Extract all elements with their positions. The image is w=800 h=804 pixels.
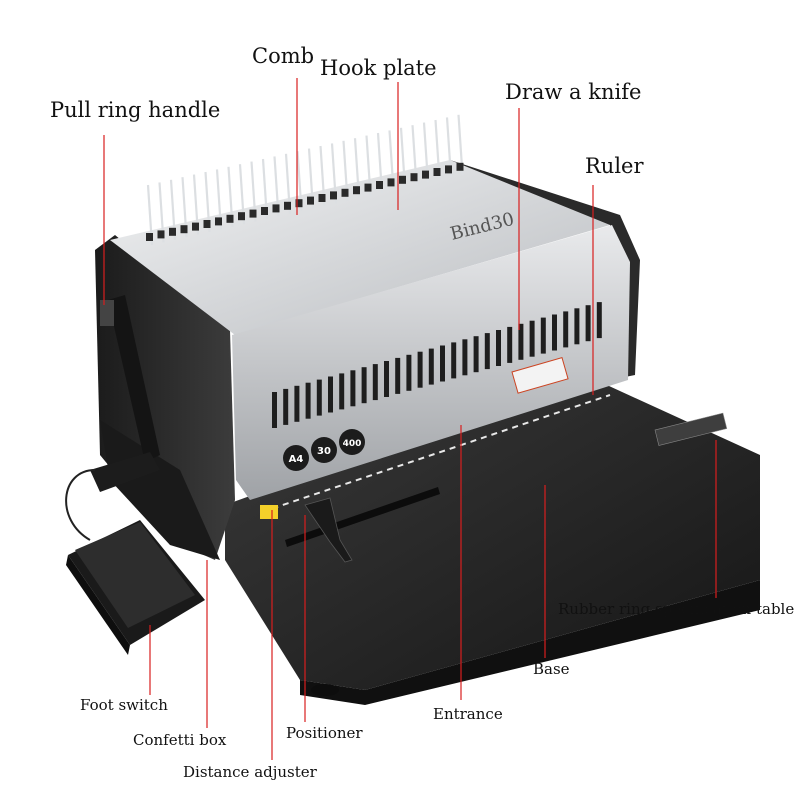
punch-slot — [518, 323, 524, 360]
front-slots — [272, 302, 602, 428]
label-comb: Comb — [252, 44, 315, 68]
punch-slot — [294, 385, 300, 422]
punch-slot — [462, 339, 468, 376]
punch-slot — [350, 370, 356, 407]
punch-slot — [328, 376, 333, 413]
punch-slot — [406, 354, 412, 391]
punch-slot — [540, 317, 546, 354]
left-side-lower — [100, 420, 220, 560]
punch-slot — [451, 342, 457, 379]
comb-tooth-base — [272, 204, 280, 213]
label-positioner: Positioner — [286, 724, 363, 742]
badge-30 — [311, 437, 337, 463]
comb-tooth-base — [410, 173, 418, 182]
punch-slot — [428, 348, 434, 385]
comb-tooth-base — [456, 162, 464, 171]
pull-handle-lever — [108, 295, 160, 462]
comb-tooth-base — [146, 233, 153, 241]
badge-30-text: 30 — [317, 446, 331, 457]
base-foot — [311, 684, 339, 696]
punch-slot — [316, 379, 322, 416]
comb-tooth-base — [364, 183, 372, 192]
punch-slot — [574, 308, 580, 345]
label-rubber-ring-spec-table: Rubber ring specification table — [558, 600, 795, 618]
comb-tooth-base — [157, 230, 165, 239]
comb-tooth-base — [180, 225, 188, 234]
label-base: Base — [533, 660, 570, 678]
punch-slot — [473, 336, 479, 373]
comb-tooth-base — [249, 209, 257, 218]
label-entrance: Entrance — [433, 705, 503, 723]
punch-slot — [384, 361, 389, 397]
badge-a4-text: A4 — [289, 454, 304, 465]
label-confetti-box: Confetti box — [133, 731, 227, 749]
label-draw-a-knife: Draw a knife — [505, 80, 642, 104]
comb-tooth-base — [399, 175, 406, 184]
comb-tooth-base — [330, 191, 337, 200]
punch-slot — [395, 357, 401, 394]
punch-slot — [563, 311, 569, 348]
punch-slot — [339, 373, 345, 410]
badge-group: A4 30 400 — [283, 429, 365, 471]
pull-handle-grip — [90, 452, 160, 492]
base-plate — [225, 375, 760, 690]
comb-tooth-base — [238, 212, 245, 221]
warning-label — [511, 357, 569, 394]
punch-slot — [372, 364, 378, 401]
yellow-indicator — [260, 505, 278, 519]
punch-slot — [283, 388, 289, 425]
badge-400-text: 400 — [343, 439, 362, 449]
leader-lines — [103, 78, 717, 760]
label-pull-ring-handle: Pull ring handle — [50, 98, 221, 122]
punch-slot — [417, 351, 423, 388]
punch-slot — [507, 326, 513, 363]
punch-slot — [496, 330, 501, 366]
foot-switch-pedal — [75, 522, 195, 628]
comb-teeth — [146, 114, 464, 246]
comb-tooth-base — [307, 196, 314, 205]
punch-slot — [305, 382, 311, 419]
punch-slot — [552, 314, 557, 351]
label-hook-plate: Hook plate — [320, 56, 437, 80]
badge-400 — [339, 429, 365, 455]
punch-slot — [596, 302, 602, 339]
punch-slot — [585, 305, 591, 342]
spec-table — [654, 412, 728, 446]
comb-tooth-base — [295, 199, 303, 208]
comb-tooth-base — [169, 227, 176, 236]
top-cover — [110, 160, 610, 335]
comb-tooth-base — [376, 181, 383, 189]
label-foot-switch: Foot switch — [80, 696, 168, 714]
foot-switch-cable — [65, 469, 96, 541]
punch-slot — [440, 345, 445, 382]
comb-tooth-base — [422, 170, 429, 179]
comb-tooth-base — [353, 186, 360, 195]
comb-tooth-base — [387, 178, 395, 187]
label-distance-adjuster: Distance adjuster — [183, 763, 317, 781]
comb-tooth-base — [445, 165, 452, 174]
comb-tooth-base — [226, 214, 234, 223]
badge-a4 — [283, 445, 309, 471]
punch-slot — [484, 333, 490, 370]
punch-slot — [272, 392, 277, 428]
pull-handle-hub — [100, 300, 114, 326]
label-ruler: Ruler — [585, 154, 644, 178]
punch-slot — [361, 367, 367, 404]
comb-tooth-base — [192, 222, 199, 231]
comb-tooth-base — [433, 168, 441, 176]
base-front-edge — [300, 580, 760, 705]
comb-tooth-base — [318, 194, 326, 202]
comb-tooth-base — [284, 201, 291, 210]
comb-tooth-base — [261, 207, 268, 215]
comb-tooth-base — [341, 188, 349, 197]
foot-switch-base — [66, 555, 130, 655]
comb-tooth-base — [203, 220, 211, 228]
comb-tooth-base — [215, 217, 222, 226]
punch-slot — [529, 320, 535, 357]
positioner-tab — [304, 497, 353, 563]
